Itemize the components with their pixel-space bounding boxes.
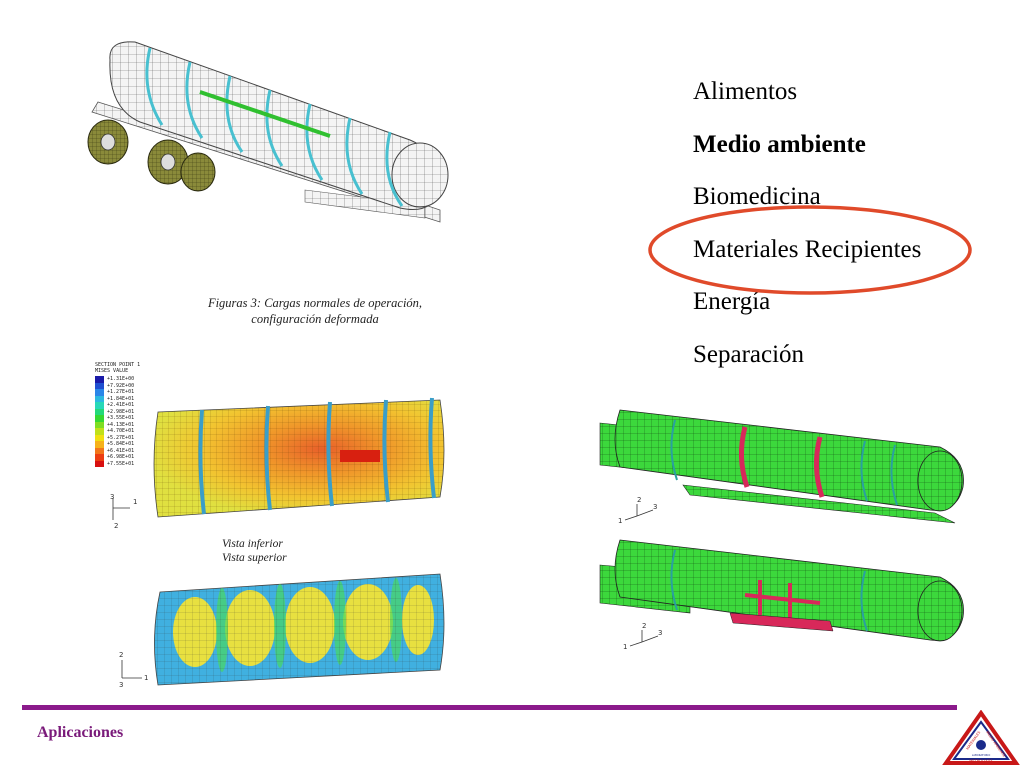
figure-caption: Figuras 3: Cargas normales de operación,…	[175, 295, 455, 327]
legend-rows: +1.31E+00+7.92E+00+1.27E+01+1.84E+01+2.4…	[95, 376, 155, 467]
figure-caption-line-1: Figuras 3: Cargas normales de operación,	[207, 296, 423, 310]
axis-triad-right-top: 2 3 1	[618, 496, 657, 525]
view-label-superior: Vista superior	[222, 552, 287, 564]
axis-triad-left-bottom: 2 3 1	[119, 651, 148, 689]
institution-logo: MATERIALES MEDIO AMBIENTE LABORATORIO ME…	[942, 710, 1020, 765]
legend-header-2: MISES VALUE	[95, 368, 129, 374]
footer-divider	[22, 705, 957, 710]
axis-triad-right-bottom: 2 3 1	[623, 622, 662, 651]
view-labels: Vista inferior Vista superior	[222, 537, 342, 565]
legend-row: +1.27E+01	[95, 389, 155, 396]
menu-item-alimentos: Alimentos	[693, 78, 798, 105]
svg-text:1: 1	[144, 674, 148, 682]
svg-text:1: 1	[133, 498, 137, 506]
legend-swatch	[95, 395, 104, 402]
svg-text:1: 1	[623, 643, 627, 651]
legend-swatch	[95, 421, 104, 428]
legend-swatch	[95, 415, 104, 422]
stress-tank-top-figure	[153, 397, 445, 518]
svg-text:3: 3	[658, 629, 662, 637]
legend-swatch	[95, 447, 104, 454]
legend-swatch	[95, 389, 104, 396]
legend-row: +4.13E+01	[95, 421, 155, 428]
legend-row: +3.55E+01	[95, 415, 155, 422]
legend-swatch	[95, 376, 104, 383]
legend-swatch	[95, 434, 104, 441]
legend-value: +2.98E+01	[107, 408, 135, 415]
logo-text-bottom: METROLOGÍA	[969, 758, 993, 763]
legend-row: +7.55E+01	[95, 460, 155, 467]
legend-swatch	[95, 454, 104, 461]
logo-text-center: LABORATORIO	[972, 753, 991, 757]
truck-tank-mesh-figure	[87, 41, 449, 223]
legend-row: +2.98E+01	[95, 408, 155, 415]
legend-row: +5.27E+01	[95, 434, 155, 441]
legend-value: +6.98E+01	[107, 454, 135, 461]
footer-section-label: Aplicaciones	[37, 724, 124, 741]
legend-value: +1.27E+01	[107, 389, 135, 396]
legend-value: +4.13E+01	[107, 421, 135, 428]
legend-value: +2.41E+01	[107, 402, 135, 409]
svg-text:3: 3	[119, 681, 123, 689]
legend-swatch	[95, 460, 104, 467]
menu-item-separacion: Separación	[693, 340, 805, 368]
legend-value: +1.84E+01	[107, 395, 135, 402]
legend-value: +1.31E+00	[107, 376, 135, 383]
highlight-ellipse	[648, 205, 972, 295]
legend-swatch	[95, 382, 104, 389]
svg-text:2: 2	[114, 522, 118, 530]
legend-row: +6.41E+01	[95, 447, 155, 454]
green-tank-top-figure	[599, 409, 964, 524]
legend-value: +7.92E+00	[107, 382, 135, 389]
legend-swatch	[95, 428, 104, 435]
legend-value: +5.27E+01	[107, 434, 135, 441]
svg-text:2: 2	[637, 496, 641, 504]
legend-row: +6.98E+01	[95, 454, 155, 461]
legend-row: +5.84E+01	[95, 441, 155, 448]
legend-swatch	[95, 402, 104, 409]
legend-swatch	[95, 441, 104, 448]
svg-text:1: 1	[618, 517, 622, 525]
legend-row: +4.70E+01	[95, 428, 155, 435]
legend-row: +2.41E+01	[95, 402, 155, 409]
menu-item-medio-ambiente: Medio ambiente	[693, 130, 866, 158]
legend-swatch	[95, 408, 104, 415]
stress-legend: SECTION POINT 1 MISES VALUE +1.31E+00+7.…	[95, 362, 155, 467]
legend-header-1: SECTION POINT 1	[95, 362, 141, 368]
axis-triad-left-top: 3 1 2	[110, 493, 137, 530]
legend-row: +1.84E+01	[95, 395, 155, 402]
legend-value: +5.84E+01	[107, 441, 135, 448]
green-tank-bottom-figure	[599, 539, 964, 642]
figure-caption-line-2: configuración deformada	[251, 312, 379, 326]
legend-value: +3.55E+01	[107, 415, 135, 422]
legend-value: +4.70E+01	[107, 428, 135, 435]
view-label-inferior: Vista inferior	[222, 538, 283, 550]
svg-text:3: 3	[110, 493, 114, 501]
legend-value: +6.41E+01	[107, 447, 135, 454]
applications-menu: Alimentos Medio ambiente Biomedicina Mat…	[693, 76, 993, 391]
menu-item-materiales-recipientes: Materiales Recipientes	[693, 235, 922, 263]
svg-text:2: 2	[119, 651, 123, 659]
legend-row: +1.31E+00	[95, 376, 155, 383]
svg-text:3: 3	[653, 503, 657, 511]
legend-value: +7.55E+01	[107, 460, 135, 467]
svg-text:2: 2	[642, 622, 646, 630]
stress-tank-bottom-figure	[154, 573, 445, 686]
legend-row: +7.92E+00	[95, 382, 155, 389]
